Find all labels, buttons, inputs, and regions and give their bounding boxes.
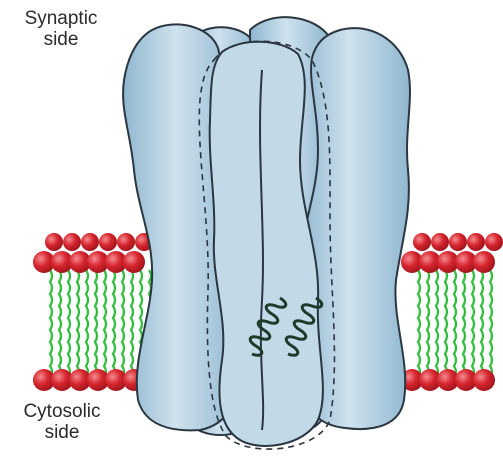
right-lipid-head-bottom (473, 369, 495, 391)
right-lipid-tail (481, 270, 483, 378)
right-lipid-tail (418, 270, 420, 378)
right-lipid-tail (472, 270, 474, 378)
left-lipid-tail (104, 270, 106, 378)
right-lipid-head-back (467, 233, 485, 251)
cytosolic-label-line2: side (14, 422, 110, 443)
right-lipid-head-top (473, 251, 495, 273)
left-lipid-tail (113, 270, 115, 378)
cytosolic-label-line1: Cytosolic (14, 401, 110, 422)
left-lipid-head-back (99, 233, 117, 251)
right-lipid-head-back (431, 233, 449, 251)
left-lipid-tail (59, 270, 61, 378)
left-lipid-tail (68, 270, 70, 378)
left-lipid-tail (131, 270, 133, 378)
left-lipid-tail (86, 270, 88, 378)
right-lipid-tail (454, 270, 456, 378)
left-lipid-tail (122, 270, 124, 378)
channel-protein (123, 17, 410, 449)
synaptic-label-line2: side (16, 29, 106, 50)
right-lipid-tail (490, 270, 492, 378)
left-lipid-head-back (63, 233, 81, 251)
membrane-left (33, 233, 153, 391)
right-lipid-tail (436, 270, 438, 378)
synaptic-label-line1: Synaptic (16, 8, 106, 29)
right-lipid-head-back (449, 233, 467, 251)
left-lipid-head-back (45, 233, 63, 251)
right-lipid-tail (445, 270, 447, 378)
right-lipid-tail (427, 270, 429, 378)
right-lipid-tail (463, 270, 465, 378)
left-lipid-head-back (81, 233, 99, 251)
right-lipid-head-back (485, 233, 503, 251)
left-lipid-tail (50, 270, 52, 378)
cytosolic-side-label: Cytosolic side (14, 401, 110, 443)
right-lipid-head-back (413, 233, 431, 251)
left-lipid-head-back (117, 233, 135, 251)
left-lipid-tail (77, 270, 79, 378)
synaptic-side-label: Synaptic side (16, 8, 106, 50)
left-lipid-head-top (123, 251, 145, 273)
left-lipid-tail (95, 270, 97, 378)
membrane-right (401, 233, 503, 391)
